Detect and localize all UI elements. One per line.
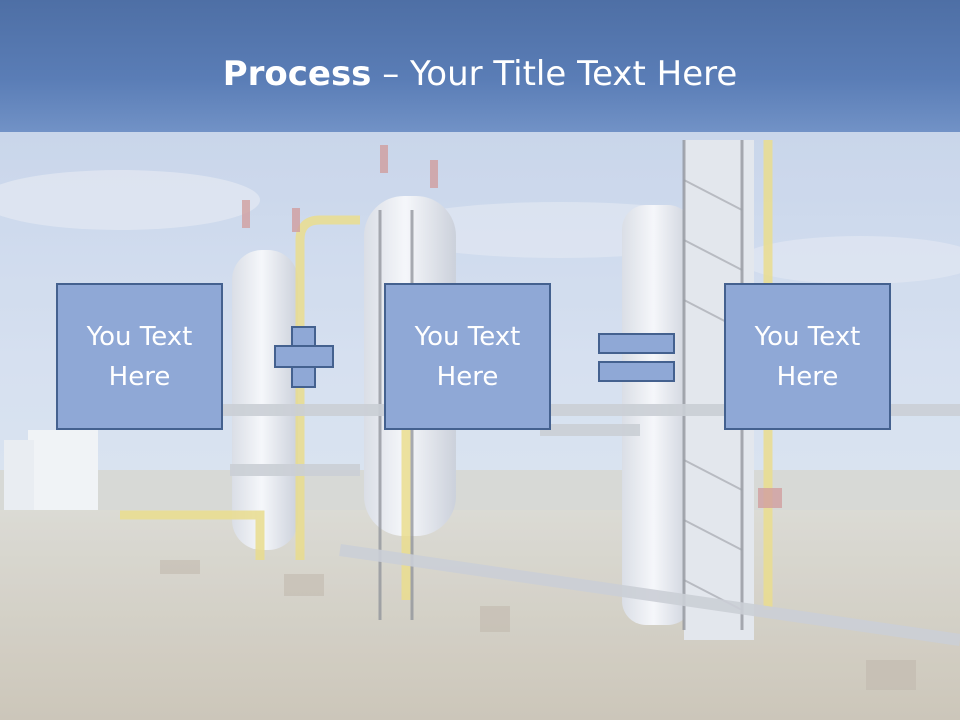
text-box-3[interactable]: You Text Here	[724, 283, 891, 430]
text-box-2[interactable]: You Text Here	[384, 283, 551, 430]
equals-icon-top-bar	[598, 333, 675, 354]
plus-icon-center	[293, 347, 314, 366]
title-bold: Process	[222, 54, 372, 94]
text-box-1[interactable]: You Text Here	[56, 283, 223, 430]
equals-icon-bottom-bar	[598, 361, 675, 382]
title-rest: – Your Title Text Here	[371, 54, 738, 94]
title-banner	[0, 0, 960, 132]
slide-title: Process – Your Title Text Here	[0, 50, 960, 98]
